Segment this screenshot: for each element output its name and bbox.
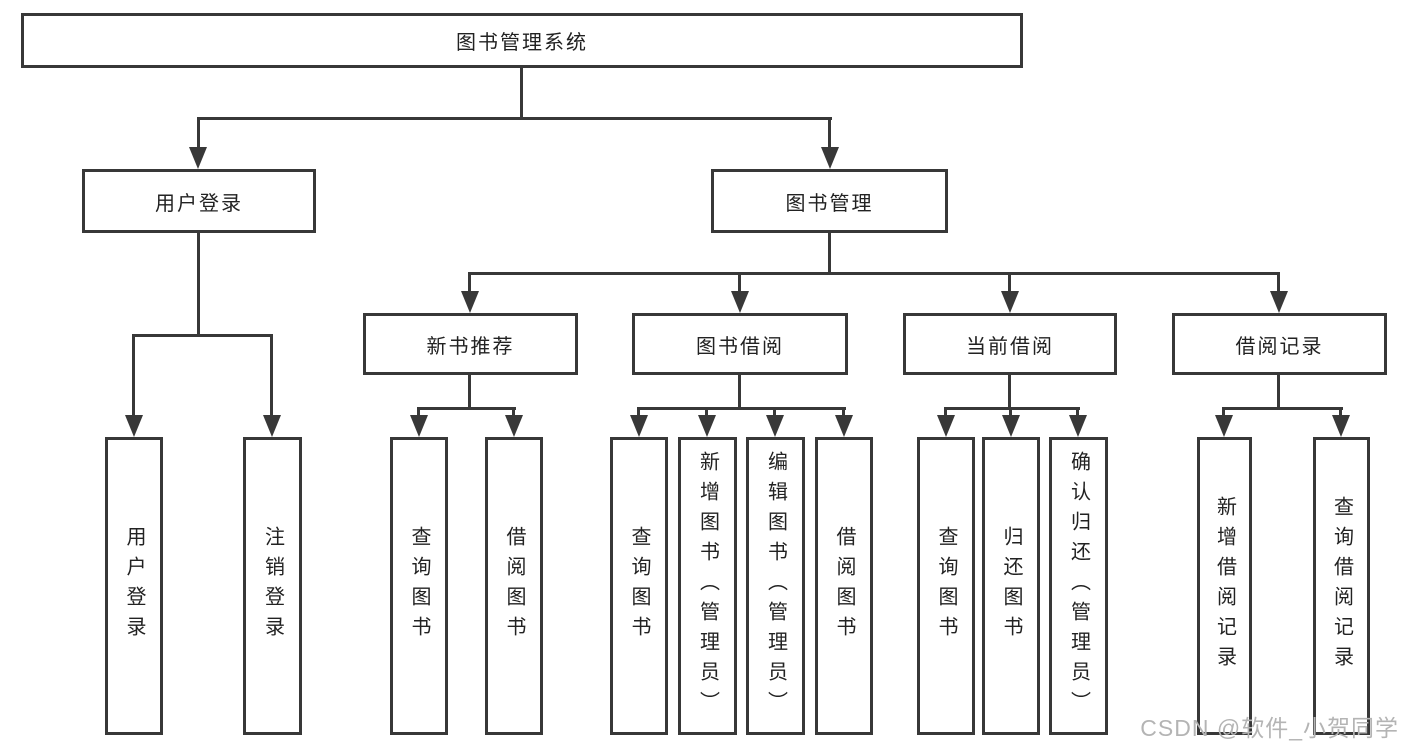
node-library-management-system: 图书管理系统 [21, 13, 1023, 68]
arrow-down-icon [698, 415, 716, 437]
leaf-query-books-recommend: 查询图书 [390, 437, 448, 735]
node-book-borrowing: 图书借阅 [632, 313, 848, 375]
connector-line [468, 375, 471, 409]
connector-line [828, 233, 831, 274]
arrow-down-icon [189, 147, 207, 169]
connector-line [1009, 409, 1012, 417]
connector-line [1277, 274, 1280, 293]
arrow-down-icon [731, 291, 749, 313]
connector-line [1008, 375, 1011, 409]
arrow-down-icon [835, 415, 853, 437]
arrow-down-icon [1332, 415, 1350, 437]
node-borrowing-records: 借阅记录 [1172, 313, 1387, 375]
connector-line [738, 375, 741, 409]
arrow-down-icon [1069, 415, 1087, 437]
connector-line [738, 274, 741, 293]
connector-line [828, 119, 831, 149]
arrow-down-icon [505, 415, 523, 437]
connector-line [512, 409, 515, 417]
arrow-down-icon [1270, 291, 1288, 313]
arrow-down-icon [630, 415, 648, 437]
connector-line [520, 68, 523, 120]
leaf-edit-books-admin: 编辑图书（管理员） [746, 437, 805, 735]
connector-line [944, 409, 947, 417]
connector-line [944, 407, 1080, 410]
connector-line [132, 334, 273, 337]
connector-line [637, 409, 640, 417]
arrow-down-icon [410, 415, 428, 437]
connector-line [637, 407, 846, 410]
connector-line [1076, 409, 1079, 417]
connector-line [1008, 274, 1011, 293]
leaf-user-login: 用户登录 [105, 437, 163, 735]
leaf-return-books: 归还图书 [982, 437, 1040, 735]
connector-line [417, 407, 516, 410]
leaf-borrow-books-recommend: 借阅图书 [485, 437, 543, 735]
node-new-book-recommend: 新书推荐 [363, 313, 578, 375]
connector-line [1339, 409, 1342, 417]
connector-line [197, 233, 200, 336]
connector-line [197, 119, 200, 149]
connector-line [705, 409, 708, 417]
node-book-management-branch: 图书管理 [711, 169, 948, 233]
arrow-down-icon [1002, 415, 1020, 437]
node-user-login-branch: 用户登录 [82, 169, 316, 233]
arrow-down-icon [125, 415, 143, 437]
connector-line [1222, 409, 1225, 417]
arrow-down-icon [263, 415, 281, 437]
node-current-borrowing: 当前借阅 [903, 313, 1117, 375]
leaf-logout: 注销登录 [243, 437, 302, 735]
connector-line [270, 336, 273, 416]
leaf-add-books-admin: 新增图书（管理员） [678, 437, 737, 735]
connector-line [1277, 375, 1280, 409]
connector-line [468, 274, 471, 293]
connector-line [1222, 407, 1343, 410]
arrow-down-icon [821, 147, 839, 169]
leaf-query-borrow-record: 查询借阅记录 [1313, 437, 1370, 735]
leaf-query-books-borrowing: 查询图书 [610, 437, 668, 735]
connector-line [417, 409, 420, 417]
connector-line [132, 336, 135, 416]
leaf-add-borrow-record: 新增借阅记录 [1197, 437, 1252, 735]
arrow-down-icon [1001, 291, 1019, 313]
connector-line [773, 409, 776, 417]
connector-line [842, 409, 845, 417]
connector-line [197, 117, 832, 120]
leaf-confirm-return-admin: 确认归还（管理员） [1049, 437, 1108, 735]
csdn-watermark: CSDN @软件_小贺同学 [1140, 715, 1399, 741]
arrow-down-icon [1215, 415, 1233, 437]
leaf-borrow-books: 借阅图书 [815, 437, 873, 735]
arrow-down-icon [461, 291, 479, 313]
arrow-down-icon [937, 415, 955, 437]
leaf-query-books-current: 查询图书 [917, 437, 975, 735]
connector-line [468, 272, 1280, 275]
arrow-down-icon [766, 415, 784, 437]
